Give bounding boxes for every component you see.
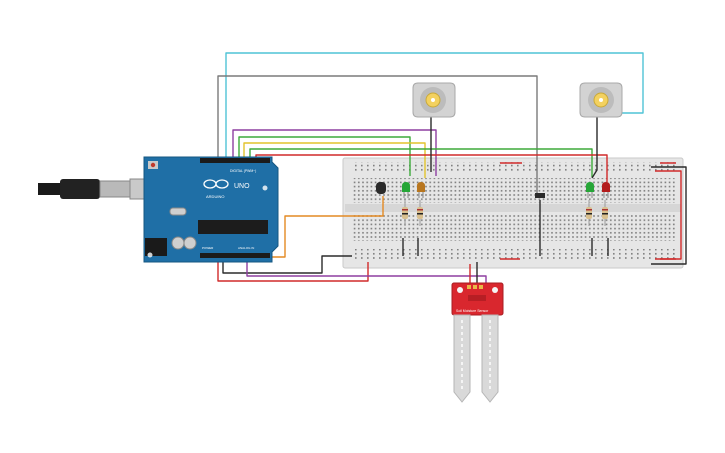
breadboard[interactable] xyxy=(342,157,684,269)
transistor-icon[interactable] xyxy=(376,182,386,194)
wire-cyan-motor2[interactable] xyxy=(225,52,644,158)
wire-purple-sensor[interactable] xyxy=(246,257,487,287)
resistor-icon[interactable] xyxy=(417,200,423,226)
led-icon[interactable] xyxy=(602,182,610,198)
capacitor xyxy=(171,236,185,250)
resistor-icon[interactable] xyxy=(602,200,608,226)
digital-header xyxy=(200,158,270,163)
arduino-uno-board[interactable]: UNO ARDUINO DIGITAL (PWM~) POWER ANALOG … xyxy=(143,156,279,263)
wire-gray-transistor[interactable] xyxy=(217,75,538,196)
power-label: POWER xyxy=(202,246,214,250)
dc-motor-icon[interactable] xyxy=(579,82,623,118)
center-channel xyxy=(345,204,681,212)
analog-label: ANALOG IN xyxy=(238,246,254,250)
wire-black-gnd[interactable] xyxy=(222,255,352,274)
wires xyxy=(217,52,687,290)
led-icon[interactable] xyxy=(402,182,410,198)
resistor-icon[interactable] xyxy=(402,200,408,226)
led-icon[interactable] xyxy=(417,182,425,198)
power-analog-header xyxy=(200,253,270,258)
wire-green-led3[interactable] xyxy=(249,148,593,177)
wire-orange-analog[interactable] xyxy=(255,196,384,258)
board-model: UNO xyxy=(234,183,250,190)
led-icon[interactable] xyxy=(586,182,594,198)
wire-green-led1[interactable] xyxy=(238,136,411,176)
wire-yellow-led2[interactable] xyxy=(243,142,426,178)
arduino-logo xyxy=(203,179,229,189)
dc-motor-icon[interactable] xyxy=(412,82,456,118)
wire-black-right-rail[interactable] xyxy=(651,166,687,265)
crystal xyxy=(169,207,187,216)
resistor-icon[interactable] xyxy=(586,200,592,226)
terminal-strip-bottom xyxy=(352,214,676,241)
bottom-power-rail xyxy=(352,249,676,261)
digital-header-label: DIGITAL (PWM~) xyxy=(230,169,256,173)
wire-purple-top[interactable] xyxy=(232,129,437,176)
atmega-chip xyxy=(198,220,268,234)
terminal-strip-top xyxy=(352,178,676,203)
usb-connector-icon[interactable] xyxy=(38,178,163,200)
board-brand: ARDUINO xyxy=(206,194,224,199)
sensor-label: Soil Moisture Sensor xyxy=(456,309,489,313)
wire-red-right-rail[interactable] xyxy=(655,170,682,260)
capacitor xyxy=(183,236,197,250)
soil-sensor-icon[interactable]: Soil Moisture Sensor xyxy=(451,282,504,403)
top-power-rail xyxy=(352,162,676,172)
wire-black-motor2[interactable] xyxy=(591,117,598,179)
wire-red-5v[interactable] xyxy=(217,257,369,282)
slide-switch[interactable] xyxy=(535,193,545,198)
power-jack[interactable] xyxy=(145,238,167,256)
